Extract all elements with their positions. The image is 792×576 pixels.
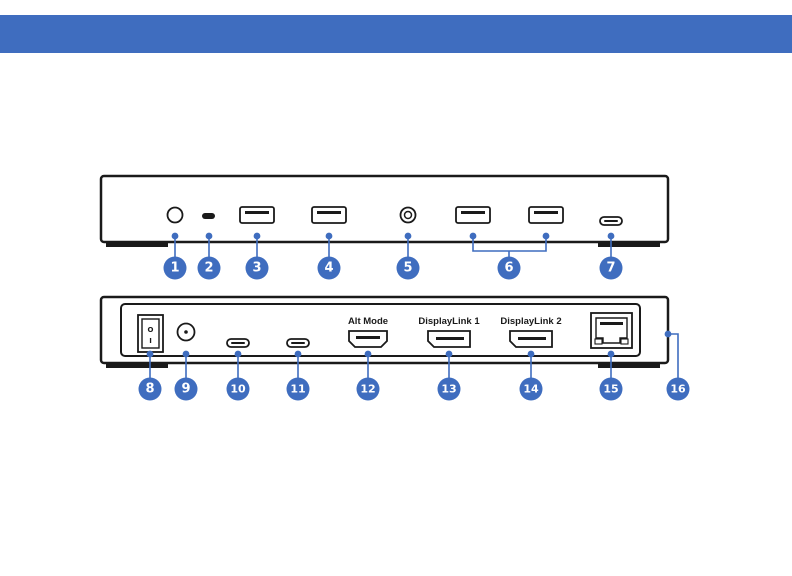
rear-usb-c-port-2	[287, 339, 309, 347]
svg-text:14: 14	[523, 383, 539, 396]
callout-16: 16	[667, 378, 690, 401]
front-usb-c-port	[600, 217, 622, 225]
front-usb-a-port-3	[456, 207, 490, 223]
rear-ethernet-port	[591, 313, 632, 348]
front-usb-a-port-1	[240, 207, 274, 223]
switch-off-symbol: O	[148, 326, 154, 334]
callout-10: 10	[227, 378, 250, 401]
svg-text:15: 15	[603, 383, 618, 396]
rear-foot-left	[106, 363, 168, 368]
rear-dc-power-jack	[178, 324, 195, 341]
callout-15: 15	[600, 378, 623, 401]
alt-mode-label: Alt Mode	[348, 316, 388, 327]
front-usb-a-port-2	[312, 207, 346, 223]
svg-text:12: 12	[360, 383, 375, 396]
rear-callouts: 8 9 10 11 12 13 14 15	[139, 378, 690, 401]
svg-text:16: 16	[670, 383, 686, 396]
switch-on-symbol: I	[149, 337, 152, 345]
rear-foot-right	[598, 363, 660, 368]
svg-text:5: 5	[403, 261, 412, 276]
callout-7: 7	[600, 257, 623, 280]
displaylink-1-label: DisplayLink 1	[418, 316, 480, 327]
svg-text:3: 3	[252, 261, 261, 276]
svg-text:6: 6	[504, 261, 513, 276]
callout-3: 3	[246, 257, 269, 280]
displaylink-2-label: DisplayLink 2	[500, 316, 561, 327]
svg-text:9: 9	[181, 382, 190, 397]
callout-8: 8	[139, 378, 162, 401]
svg-text:4: 4	[324, 261, 333, 276]
rear-hdmi-port	[349, 331, 387, 347]
svg-text:11: 11	[290, 383, 305, 396]
callout-1: 1	[164, 257, 187, 280]
svg-text:1: 1	[170, 261, 179, 276]
front-status-led	[202, 213, 215, 219]
svg-text:7: 7	[606, 261, 615, 276]
callout-11: 11	[287, 378, 310, 401]
svg-text:8: 8	[145, 382, 154, 397]
callout-4: 4	[318, 257, 341, 280]
callout-14: 14	[520, 378, 543, 401]
rear-usb-c-port-1	[227, 339, 249, 347]
front-usb-a-port-4	[529, 207, 563, 223]
rear-power-switch: O I	[138, 315, 163, 352]
front-panel	[101, 176, 668, 247]
callout-6: 6	[498, 257, 521, 280]
front-audio-jack	[401, 208, 416, 223]
rear-displayport-2	[510, 331, 552, 347]
callout-2: 2	[198, 257, 221, 280]
front-callouts: 1 2 3 4 5 6 7	[164, 257, 623, 280]
rear-displayport-1	[428, 331, 470, 347]
front-foot-right	[598, 242, 660, 247]
svg-text:2: 2	[204, 261, 213, 276]
callout-12: 12	[357, 378, 380, 401]
front-power-button	[168, 208, 183, 223]
front-foot-left	[106, 242, 168, 247]
callout-13: 13	[438, 378, 461, 401]
svg-text:10: 10	[230, 383, 246, 396]
rear-inner-frame	[121, 304, 640, 356]
front-panel-body	[101, 176, 668, 242]
callout-9: 9	[175, 378, 198, 401]
callout-5: 5	[397, 257, 420, 280]
svg-text:13: 13	[441, 383, 456, 396]
